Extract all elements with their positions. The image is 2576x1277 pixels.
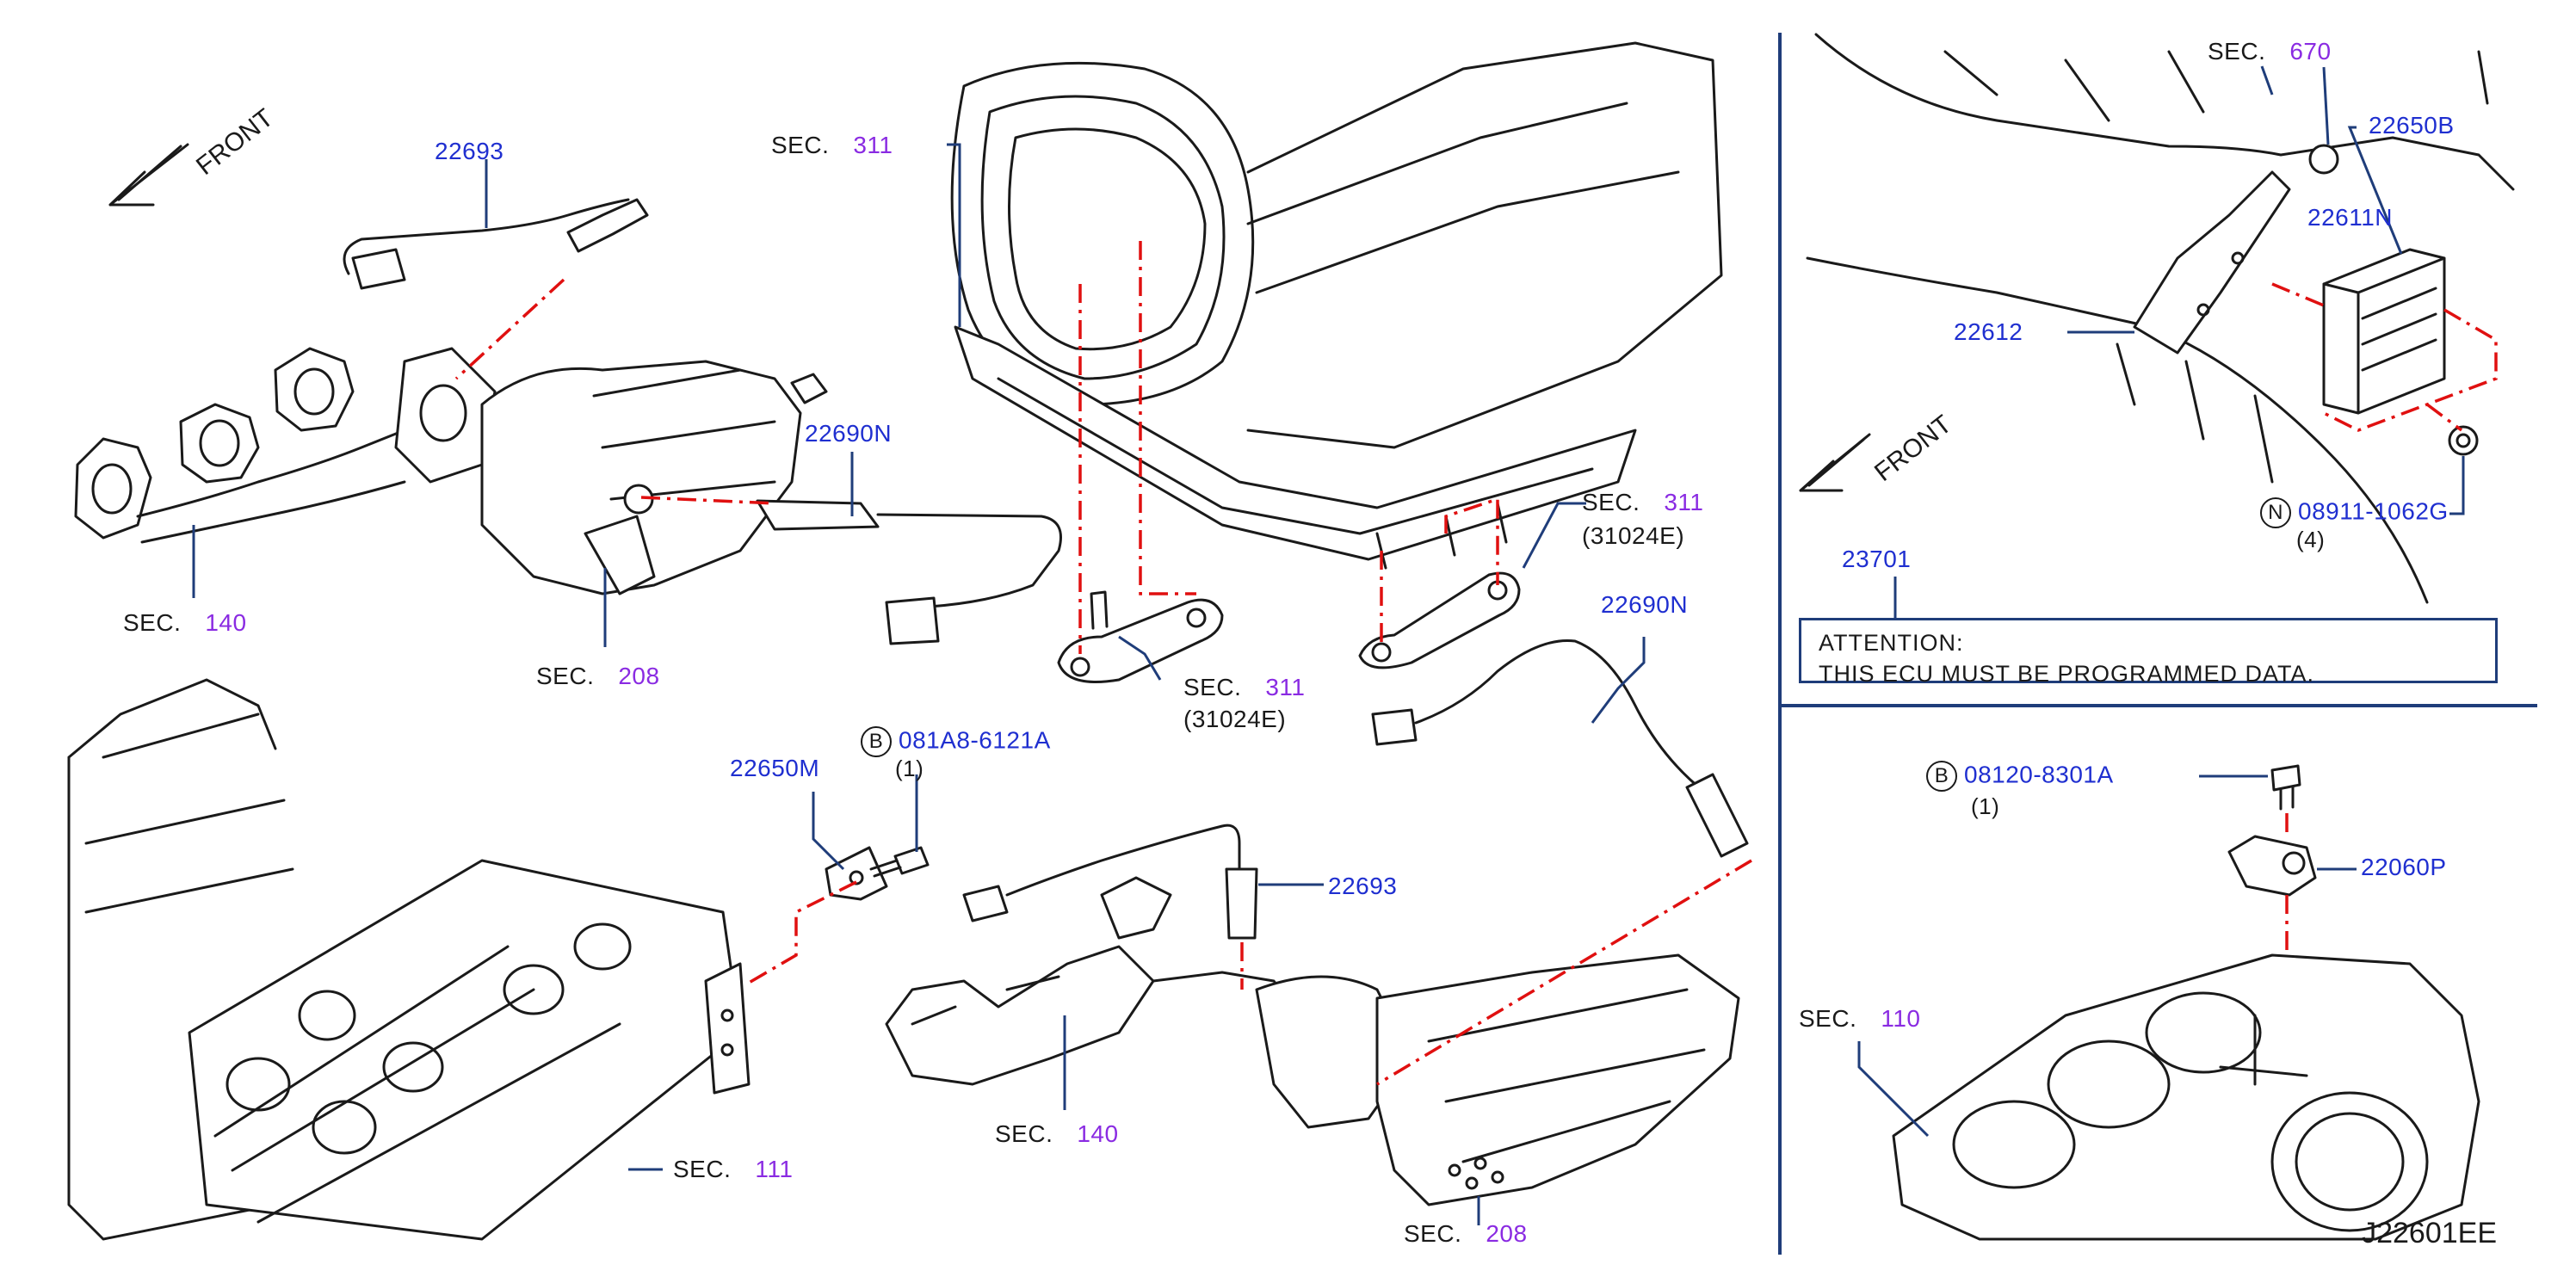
fastener-bolt-right: B 08120-8301A [1926,761,2114,792]
section-number: 208 [618,663,660,689]
attention-label-box: ATTENTION: THIS ECU MUST BE PROGRAMMED D… [1799,618,2498,687]
callout-23701: 23701 [1842,546,1912,572]
callout-22693-top: 22693 [435,138,504,164]
fastener-part-number: 08120-8301A [1964,761,2114,788]
section-number: 140 [1077,1120,1119,1147]
callout-22650b: 22650B [2369,112,2455,139]
section-ref-670: SEC. 670 [2208,40,2332,64]
callout-22612: 22612 [1954,318,2023,345]
section-prefix: SEC. [771,132,830,158]
section-prefix: SEC. [536,663,595,689]
section-sub-311-center: (31024E) [1183,706,1287,732]
ecu-bracket-22612 [2133,170,2291,355]
callout-22690n-left: 22690N [805,420,893,447]
oxygen-sensor-22690n-right [1371,638,1749,858]
panel-dividers [1778,33,2537,1255]
attention-title: ATTENTION: [1819,630,1964,656]
section-prefix: SEC. [995,1120,1053,1147]
grommet-22650b [2308,144,2339,175]
front-arrow-right-icon [1799,433,1871,492]
oxygen-sensor-22690n-left [756,499,1062,645]
section-prefix: SEC. [123,609,182,636]
section-prefix: SEC. [1582,489,1640,515]
callout-22693-bottom: 22693 [1328,873,1398,899]
section-ref-140-left: SEC. 140 [123,611,247,635]
bolt-08120-8301a [2270,764,2301,811]
nut-symbol: N [2260,497,2291,528]
exhaust-manifold-right [885,876,1740,1206]
fastener-part-number: 081A8-6121A [899,726,1051,754]
section-number: 208 [1486,1220,1528,1247]
section-number: 140 [205,609,247,636]
alignment-lines-bottom-center [1240,859,1752,1086]
alignment-lines-bracket [744,880,857,987]
transmission-housing [950,41,1723,570]
alignment-lines-transmission [1078,241,1499,654]
section-ref-208-center: SEC. 208 [1404,1222,1528,1246]
body-panel-ecu [1806,33,2515,604]
section-number: 111 [755,1156,794,1182]
section-sub-311-right: (31024E) [1582,522,1685,549]
nut-08911-1062g [2448,425,2479,456]
section-ref-110: SEC. 110 [1799,1007,1921,1031]
section-prefix: SEC. [1799,1005,1857,1032]
fastener-qty: (1) [1971,793,2000,819]
section-prefix: SEC. [1404,1220,1462,1247]
section-prefix: SEC. [673,1156,732,1182]
oxygen-sensor-22693-bottom [962,824,1258,940]
section-prefix: SEC. [1183,674,1242,700]
callout-22060p: 22060P [2361,854,2447,880]
section-prefix: SEC. [2208,38,2266,65]
section-number: 311 [1265,674,1306,700]
bolt-symbol: B [861,726,892,757]
section-number: 670 [2289,38,2332,65]
callout-22650m: 22650M [730,755,820,781]
exhaust-manifold-left [74,347,828,595]
attention-text: THIS ECU MUST BE PROGRAMMED DATA. [1819,661,2315,687]
section-ref-140-center: SEC. 140 [995,1122,1119,1146]
section-ref-311-right: SEC. 311 [1582,490,1704,515]
transmission-bracket-center [1057,590,1224,683]
callout-22611n: 22611N [2307,204,2394,231]
front-arrow-left-icon [108,143,189,207]
section-ref-311-top: SEC. 311 [771,133,893,157]
callout-22690n-right: 22690N [1601,591,1689,618]
cylinder-block [1892,953,2480,1241]
bolt-081a8-6121a [869,846,930,878]
section-number: 110 [1881,1005,1921,1032]
alignment-lines-ecu [2271,282,2498,432]
leader-lines [192,65,2465,1225]
oxygen-sensor-22693-top [343,198,649,290]
ecu-22611n [2322,248,2446,415]
transmission-bracket-right [1358,571,1521,669]
section-ref-311-center: SEC. 311 [1183,676,1306,700]
fastener-part-number: 08911-1062G [2298,497,2449,525]
engine-cylinder-head [67,678,751,1241]
heater-bracket-22650m [825,846,888,901]
section-ref-111: SEC. 111 [673,1157,793,1181]
alignment-lines-top-left [454,278,775,505]
fastener-qty: (1) [895,756,924,781]
section-number: 311 [853,132,893,158]
section-number: 311 [1664,489,1704,515]
bolt-symbol: B [1926,761,1957,792]
section-ref-208-left: SEC. 208 [536,664,660,688]
diagram-code: J22601EE [2362,1217,2497,1249]
knock-sensor-22060p [2227,835,2317,897]
fastener-qty: (4) [2296,527,2326,552]
